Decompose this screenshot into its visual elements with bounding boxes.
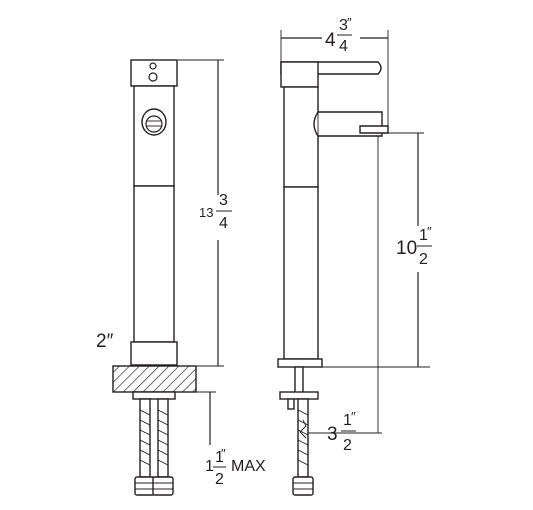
max-deck-whole: 1 <box>205 458 214 475</box>
spout-height-dimension: 10 1 ″ 2 <box>322 132 432 368</box>
front-view: 13 3 4 2″ 1 1 ″ 2 MAX <box>96 59 266 496</box>
side-supply-hose <box>292 398 314 496</box>
overall-height-den: 4 <box>219 215 228 232</box>
aerator-icon <box>141 108 167 136</box>
cap-indicator-ring <box>148 72 158 82</box>
spout-reach-whole: 4 <box>325 30 336 51</box>
shank-length-inch: ″ <box>351 409 356 424</box>
side-base <box>277 358 323 368</box>
supply-hoses <box>134 398 174 496</box>
spout-reach-den: 4 <box>339 38 348 55</box>
max-deck-den: 2 <box>215 471 224 488</box>
spout-aerator <box>359 125 389 134</box>
cap-indicator-dot <box>149 62 157 70</box>
spout-reach-inch: ″ <box>347 15 352 30</box>
shank-length-num: 1 <box>343 412 352 429</box>
side-body-upper <box>283 86 319 188</box>
base-diameter-label: 2″ <box>96 331 114 352</box>
countertop-section <box>112 365 197 393</box>
side-body-lower <box>283 186 319 360</box>
max-deck-suffix: MAX <box>231 458 266 475</box>
mounting-nut <box>132 391 176 400</box>
body-lower <box>133 185 175 343</box>
shank-length-whole: 3 <box>327 424 338 445</box>
base-ring <box>130 341 178 366</box>
side-cap <box>280 61 319 88</box>
shank-stub <box>287 398 295 410</box>
shank-length-den: 2 <box>343 437 352 454</box>
max-deck-inch: ″ <box>221 446 226 461</box>
overall-height-whole: 13 <box>199 205 213 220</box>
shank-length-dimension: 3 1 ″ 2 <box>299 136 382 454</box>
shank-bolt <box>294 366 304 396</box>
overall-height-dimension: 13 3 4 <box>178 59 232 367</box>
max-deck-dimension: 1 1 ″ 2 MAX <box>196 365 266 488</box>
spout-height-inch: ″ <box>427 224 432 239</box>
spout-height-den: 2 <box>419 251 428 268</box>
side-view: 4 3 ″ 4 10 1 ″ 2 3 1 ″ 2 <box>277 15 432 496</box>
spout-reach-num: 3 <box>339 17 348 34</box>
spout-reach-dimension: 4 3 ″ 4 <box>280 15 389 126</box>
max-deck-num: 1 <box>215 449 224 466</box>
body-upper <box>133 85 175 187</box>
side-mount-plate <box>279 391 319 400</box>
overall-height-num: 3 <box>219 192 228 209</box>
spout-height-num: 1 <box>419 227 428 244</box>
spout-height-whole: 10 <box>396 238 417 259</box>
